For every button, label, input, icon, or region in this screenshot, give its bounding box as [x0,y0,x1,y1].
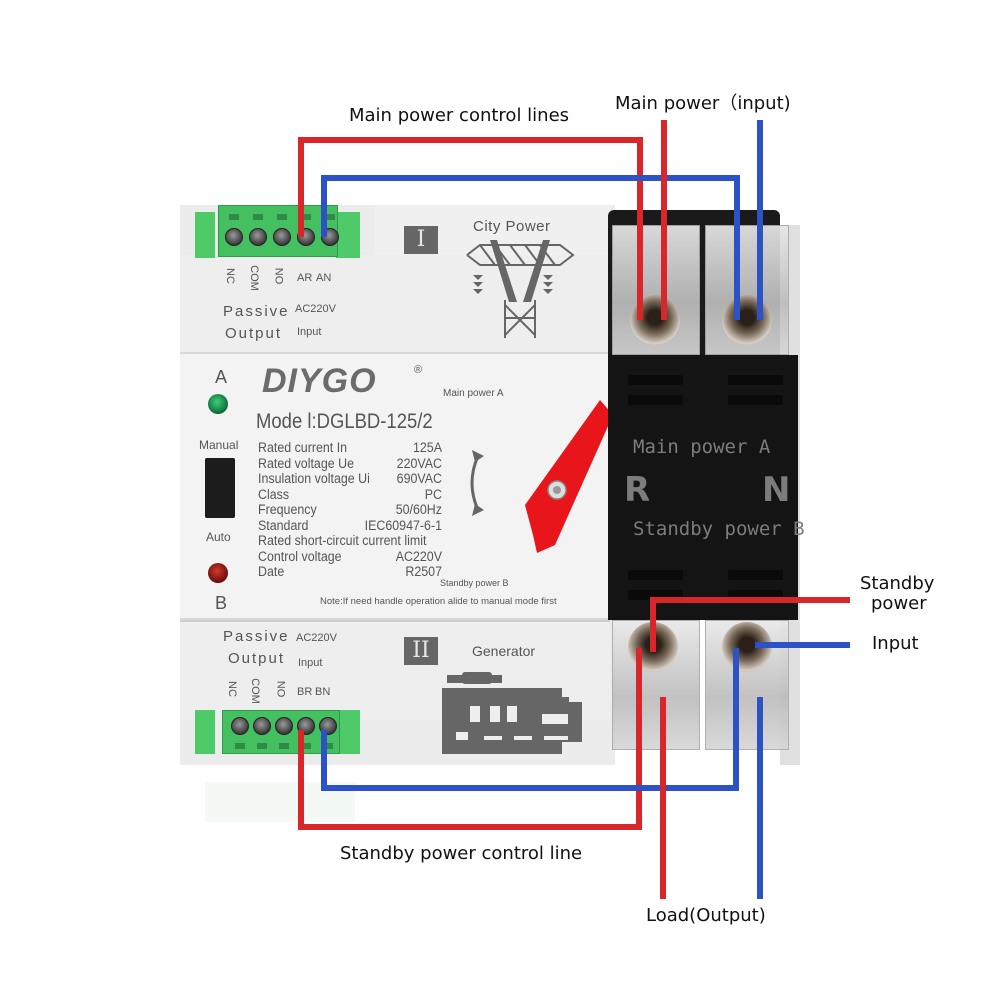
terminal-label-no-top: NO [272,267,285,285]
front-label-panel [180,352,608,620]
city-power-title: City Power [473,218,551,235]
pole-n-label: N [762,470,791,510]
model-number: Mode l:DGLBD-125/2 [256,410,433,433]
screw-icon[interactable] [253,717,271,735]
wire-blue-load [757,697,763,899]
terminal-block-bottom-side-right [336,710,360,754]
main-power-a-label: Main power A [443,388,504,399]
wire-red [636,648,642,830]
led-b-red-icon [208,563,228,583]
breaker-main-power-a: Main power A [633,436,771,458]
callout-input: Input [872,633,919,654]
terminal-label-br: BR [297,686,313,698]
wire-red [298,137,643,143]
pole-r-label: R [624,470,651,510]
wire-blue [321,175,740,181]
terminal-block-bottom[interactable] [222,710,340,754]
wire-red [298,730,304,830]
mode-toggle-switch[interactable] [205,458,235,518]
rotate-arrow-icon [470,450,484,516]
wire-blue-standby [755,642,850,648]
wire-blue [321,785,739,791]
wire-blue [733,648,739,791]
callout-main-power-control-lines: Main power control lines [349,105,570,126]
terminal-label-com-bottom: COM [248,678,261,704]
terminal-label-nc-top: NC [223,268,236,284]
passive-label-top: Passive [223,303,290,320]
voltage-label-bottom: AC220V [296,632,337,644]
wire-blue [734,175,740,320]
callout-load-output: Load(Output) [646,905,766,926]
terminal-block-top-side-right [336,212,360,258]
generator-title: Generator [472,643,536,659]
wire-red-standby [650,597,656,652]
callout-standby-power-control-line: Standby power control line [340,843,583,864]
terminal-block-top[interactable] [218,205,339,257]
screw-icon[interactable] [231,717,249,735]
switch-manual-label: Manual [199,438,239,452]
wire-blue [321,175,327,237]
wire-blue [321,730,327,790]
wire-red [637,137,643,320]
power-tower-icon [466,240,575,338]
brand-logo: DIYGO [262,362,377,400]
indicator-b-label: B [215,593,228,613]
screw-icon[interactable] [225,228,243,246]
registered-mark: ® [414,364,423,376]
module-number-i: I [404,226,438,254]
wire-blue-main-input [757,120,763,320]
spec-row: Rated short-circuit current limit [258,533,427,548]
led-a-green-icon [208,394,228,414]
module-number-ii: II [404,637,438,665]
operation-note: Note:If need handle operation alide to m… [320,596,557,607]
terminal-screw-icon[interactable] [722,295,772,345]
breaker-standby-power-b: Standby power B [633,518,805,540]
wire-red [298,824,642,830]
output-label-bottom: Output [228,650,286,667]
switch-auto-label: Auto [206,530,231,544]
screw-icon[interactable] [275,717,293,735]
indicator-a-label: A [215,367,228,387]
terminal-block-bottom-side-left [195,710,215,754]
terminal-label-bn: BN [315,686,331,698]
wire-red-load [660,697,666,899]
terminal-label-com-top: COM [247,265,260,291]
input-label-bottom: Input [298,657,323,669]
screw-icon[interactable] [249,228,267,246]
breaker-body [608,355,798,620]
output-label-top: Output [225,325,283,342]
screw-icon[interactable] [273,228,291,246]
terminal-label-an: AN [316,272,332,284]
terminal-label-no-bottom: NO [274,680,287,698]
callout-standby-power-2: power [871,593,927,614]
callout-standby-power: Standby [860,573,935,594]
terminal-label-nc-bottom: NC [225,681,238,697]
input-label-top: Input [297,326,322,338]
wire-red-main-input [661,120,667,320]
passive-label-bottom: Passive [223,628,290,645]
wire-red [298,137,304,237]
generator-icon [442,672,582,754]
callout-main-power-input: Main power（input) [615,93,791,114]
operation-handle[interactable] [515,395,615,555]
voltage-label-top: AC220V [295,303,336,315]
terminal-block-top-side-left [195,212,215,258]
terminal-label-ar: AR [297,272,313,284]
standby-power-b-label: Standby power B [440,578,509,588]
wire-red-standby [650,597,850,603]
